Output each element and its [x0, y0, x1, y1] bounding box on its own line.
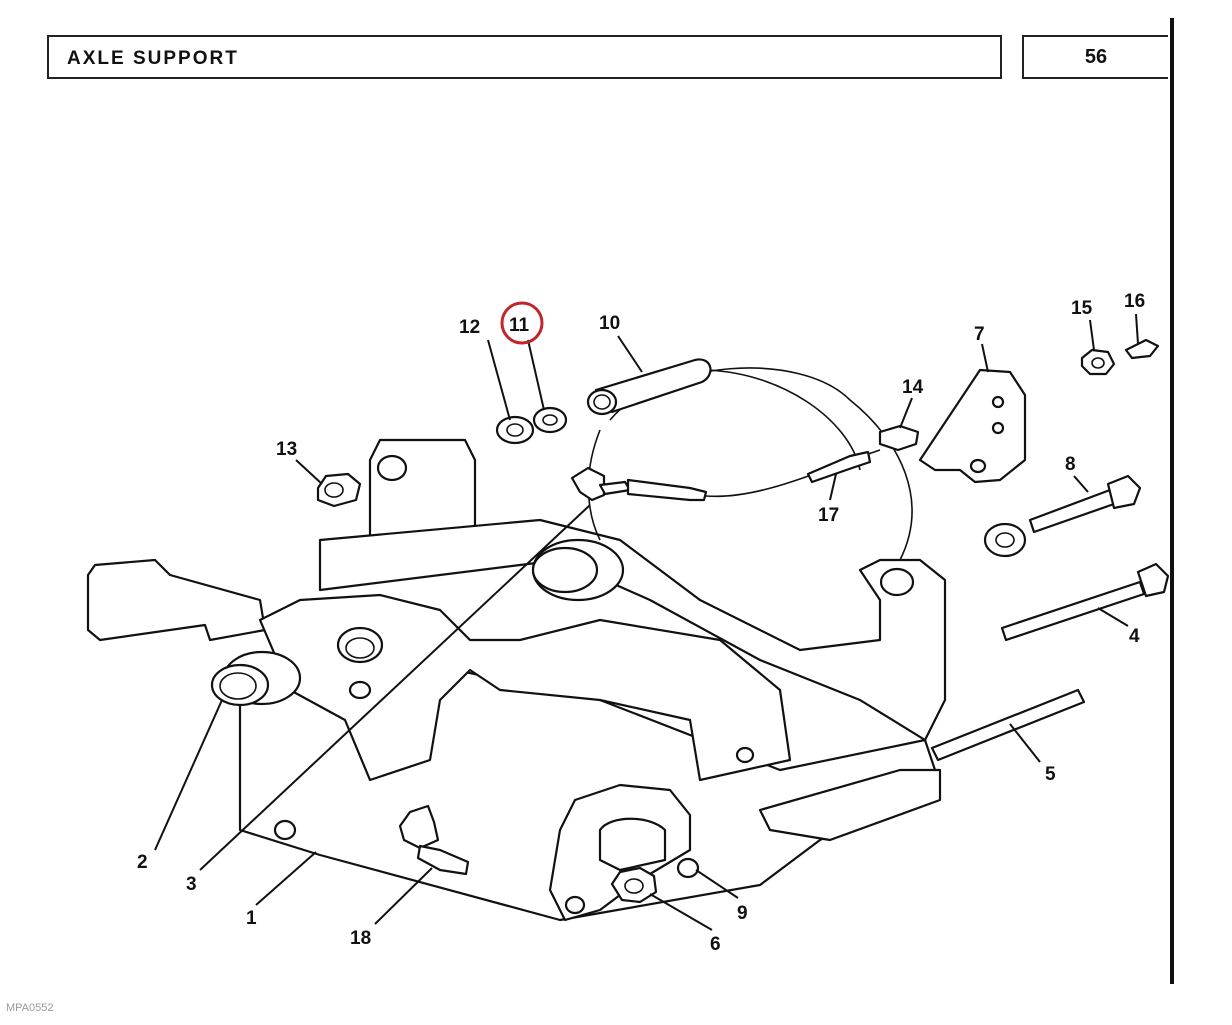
callout-12: 12: [459, 317, 480, 338]
bracket-plate-part-7: [918, 368, 1027, 484]
stud-part-5: [930, 688, 1086, 762]
fitting-part-18: [398, 804, 470, 876]
page-number: 56: [1084, 46, 1108, 68]
callout-16: 16: [1124, 291, 1145, 312]
callout-17: 17: [818, 505, 839, 526]
callout-2: 2: [137, 852, 148, 873]
callout-labels: 1 2 3 4 5 6 7 8 9 10 11 12 13 14 15 16 1…: [137, 291, 1145, 955]
callout-18: 18: [350, 928, 371, 949]
callout-9: 9: [737, 903, 748, 924]
fitting-part-16: [1124, 338, 1160, 360]
leader-lines: [154, 313, 1139, 931]
fitting-part-17: [806, 450, 872, 484]
nut-part-13: [316, 472, 362, 508]
page-number-box: 56: [1022, 35, 1168, 79]
callout-3: 3: [186, 874, 197, 895]
washer-part-8: [983, 522, 1027, 558]
callout-1: 1: [246, 908, 257, 929]
washer-part-11: [532, 406, 568, 434]
grease-pipe-assembly: [570, 449, 881, 502]
callout-4: 4: [1129, 626, 1140, 647]
page-title: AXLE SUPPORT: [67, 48, 239, 69]
right-margin-rule: [1170, 18, 1174, 984]
hole-part-9: [676, 857, 700, 879]
callout-15: 15: [1071, 298, 1093, 319]
bolt-part-8: [1028, 474, 1142, 534]
callout-5: 5: [1045, 764, 1056, 785]
bushing-part-2: [210, 650, 302, 707]
callout-7: 7: [974, 324, 985, 345]
nut-part-6: [610, 866, 658, 904]
callout-11: 11: [509, 315, 530, 336]
callout-13: 13: [276, 439, 297, 460]
callout-14: 14: [902, 377, 924, 398]
callout-6: 6: [710, 934, 721, 955]
nut-part-15: [1080, 348, 1116, 376]
washer-part-12: [495, 415, 535, 445]
axle-support-frame: [86, 367, 947, 922]
elbow-part-14: [878, 424, 920, 452]
callout-10: 10: [599, 313, 620, 334]
bolt-part-4: [1000, 562, 1170, 642]
callout-8: 8: [1065, 454, 1076, 475]
highlight-circle-callout-11: [500, 301, 544, 345]
drawing-code: MPA0552: [6, 1002, 54, 1014]
tube-part-10: [586, 358, 712, 416]
title-box: AXLE SUPPORT: [47, 35, 1002, 79]
